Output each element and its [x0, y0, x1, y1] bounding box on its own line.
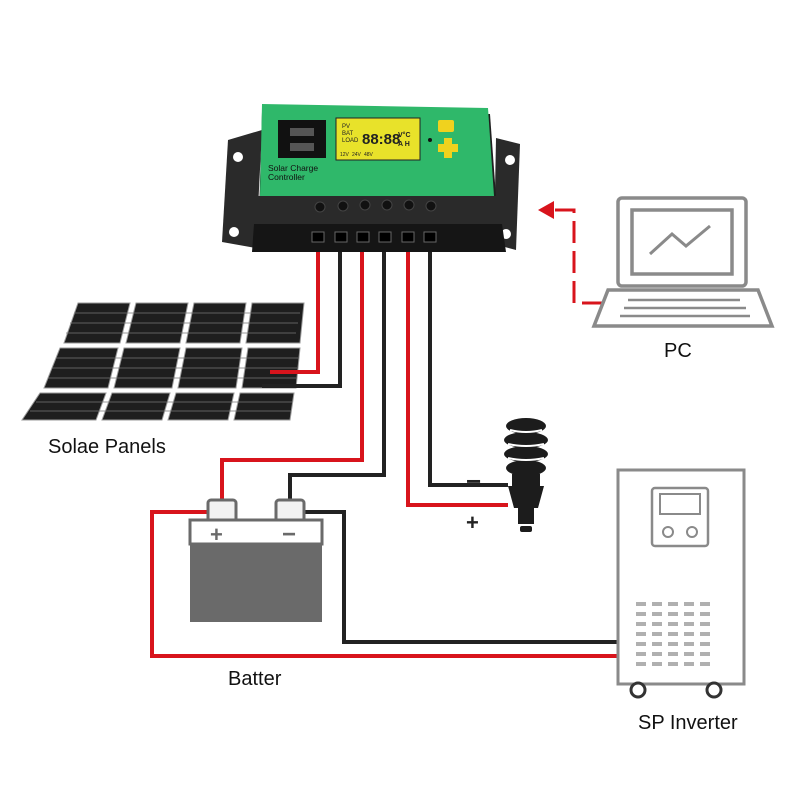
lcd-units-1: V°C: [398, 131, 411, 139]
solar-positive-wire: [270, 238, 320, 374]
controller-title-line2: Controller: [268, 172, 305, 182]
controller-title-line1: Solar Charge: [268, 163, 318, 173]
lcd-tag-bat: BAT: [342, 131, 354, 137]
solar-panels-label: Solae Panels: [48, 436, 166, 458]
pc-link: [538, 201, 604, 305]
lcd-volt-24: 24V: [352, 152, 362, 158]
lcd-tag-pv: PV: [342, 124, 350, 130]
battery-icon: + −: [188, 498, 324, 622]
lcd-digits: 88:88: [362, 131, 400, 148]
wires: [150, 238, 620, 658]
charge-controller: PV BAT LOAD 88:88 V°C A H 12V 24V 48V So…: [222, 104, 520, 252]
solar-negative-wire: [262, 238, 342, 388]
inverter-negative-wire: [304, 510, 620, 644]
solar-panel-icon: [21, 302, 305, 421]
lcd-tag-load: LOAD: [342, 138, 359, 144]
battery-minus-label: −: [282, 521, 296, 548]
laptop-icon: [591, 196, 775, 328]
lcd-display: PV BAT LOAD 88:88 V°C A H 12V 24V 48V: [335, 117, 421, 161]
battery-label: Batter: [228, 668, 282, 690]
lcd-volt-12: 12V: [340, 152, 350, 158]
inverter-positive-wire: [150, 510, 620, 658]
lcd-units-2: A H: [398, 141, 410, 148]
battery-negative-wire: [288, 238, 386, 505]
battery-plus-label: +: [210, 522, 223, 547]
load-plus-label: +: [466, 510, 479, 535]
lcd-volt-48: 48V: [364, 152, 374, 158]
battery-positive-wire: [220, 238, 364, 505]
load-negative-wire: [428, 238, 462, 487]
load-positive-wire: [406, 238, 462, 507]
inverter-icon: [616, 468, 746, 699]
inverter-label: SP Inverter: [638, 712, 738, 734]
usb-port-icon: [278, 120, 326, 158]
load-minus-label: −: [466, 466, 481, 496]
plus-button[interactable]: [438, 138, 458, 158]
bulb-icon: − +: [466, 418, 548, 535]
pc-label: PC: [664, 340, 692, 362]
menu-button[interactable]: [438, 120, 454, 132]
